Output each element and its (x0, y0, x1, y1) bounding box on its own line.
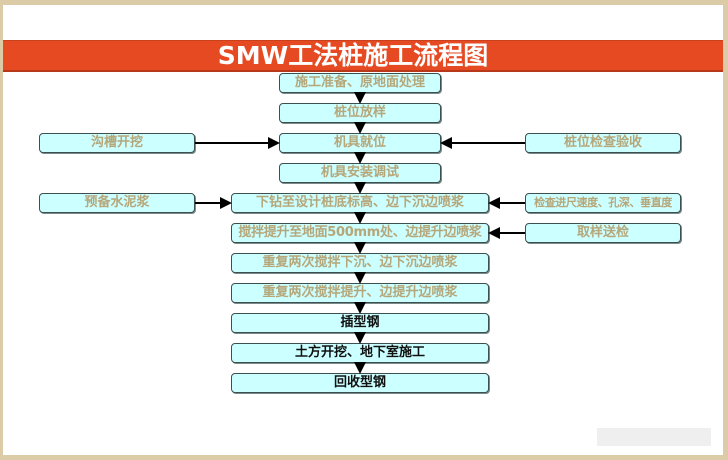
step-excavation: 土方开挖、地下室施工 (231, 343, 489, 363)
page-title: SMW工法桩施工流程图 (217, 41, 489, 70)
step-drill-down: 下钻至设计桩底标高、边下沉边喷浆 (231, 193, 489, 213)
input-sampling: 取样送检 (525, 223, 681, 243)
watermark-placeholder (597, 428, 711, 446)
step-insert-steel: 插型钢 (231, 313, 489, 333)
input-trench-excavation: 沟槽开挖 (39, 133, 195, 153)
step-mix-lift: 搅拌提升至地面500mm处、边提升边喷浆 (231, 223, 489, 243)
step-machine-positioning: 机具就位 (279, 133, 441, 153)
title-banner: SMW工法桩施工流程图 (3, 40, 723, 72)
step-machine-setup: 机具安装调试 (279, 163, 441, 183)
input-cement-slurry: 预备水泥浆 (39, 193, 195, 213)
step-pile-layout: 桩位放样 (279, 103, 441, 123)
step-site-preparation: 施工准备、原地面处理 (279, 73, 441, 93)
step-repeat-lift: 重复两次搅拌提升、边提升边喷浆 (231, 283, 489, 303)
input-pile-inspection: 桩位检查验收 (525, 133, 681, 153)
step-repeat-sink: 重复两次搅拌下沉、边下沉边喷浆 (231, 253, 489, 273)
input-drilling-checks: 检查进尺速度、孔深、垂直度 (525, 193, 681, 213)
step-recover-steel: 回收型钢 (231, 373, 489, 393)
